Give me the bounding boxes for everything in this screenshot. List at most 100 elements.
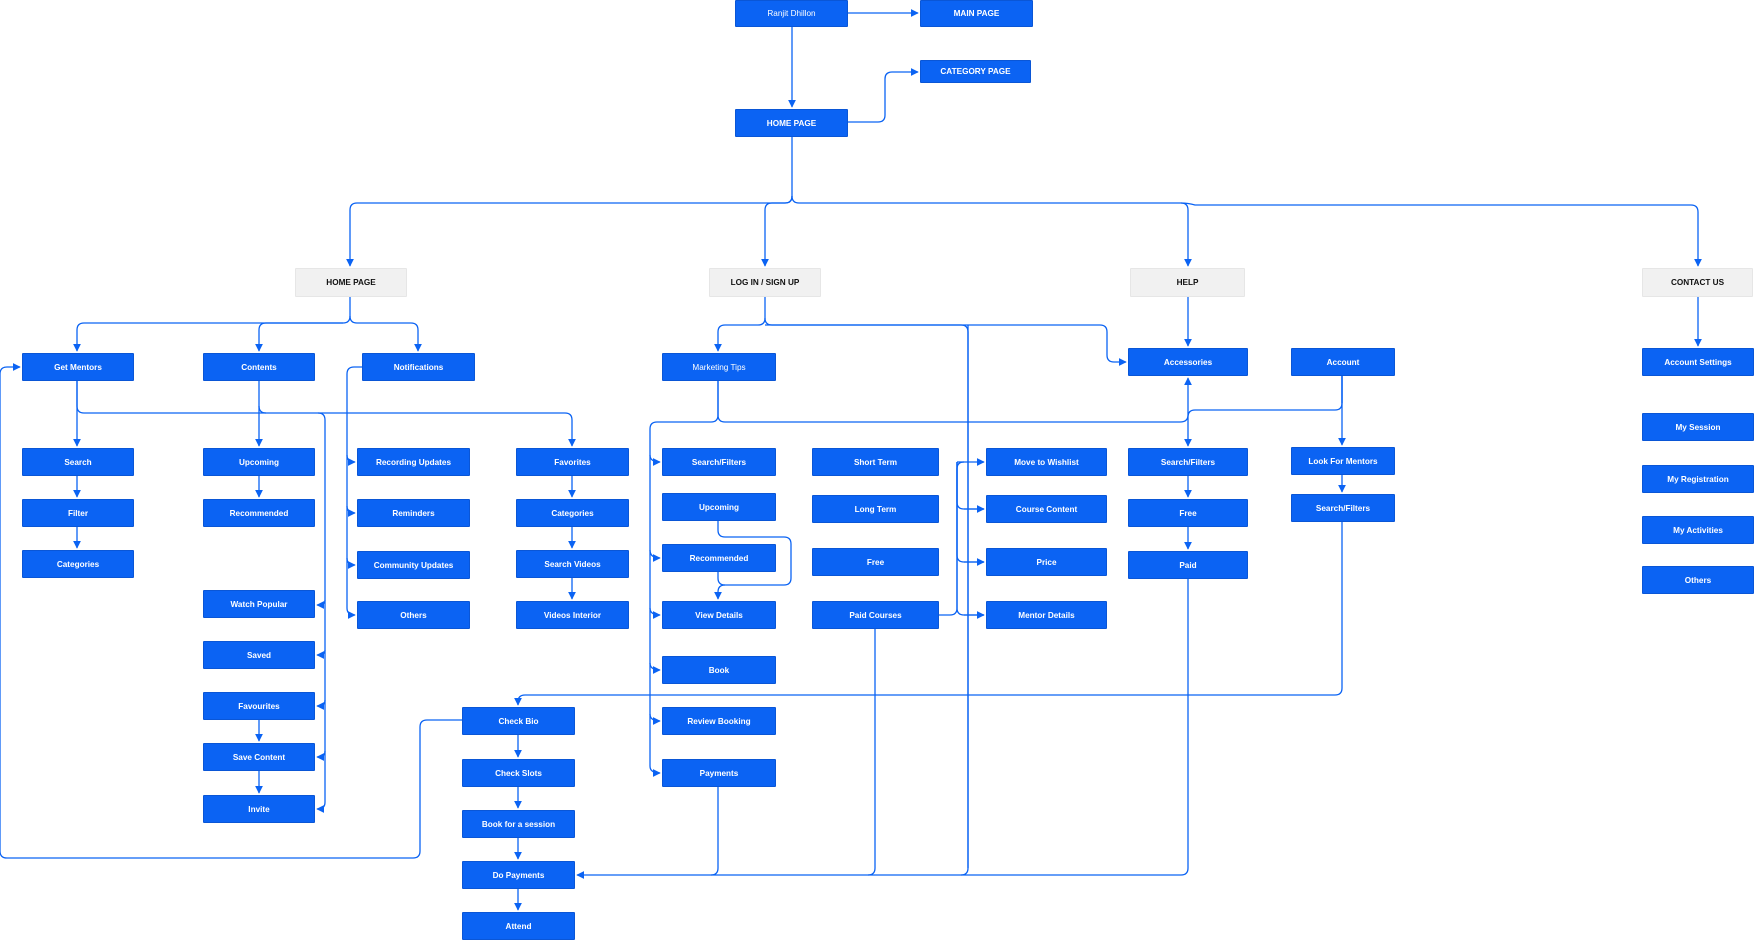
saved-node[interactable]: Saved [203,641,315,669]
search-filters-help-node[interactable]: Search/Filters [1128,448,1248,476]
attend-node[interactable]: Attend [462,912,575,940]
invite-node[interactable]: Invite [203,795,315,823]
connector-11 [764,317,1127,366]
account-settings-node[interactable]: Account Settings [1642,348,1754,376]
connector-32 [316,751,326,813]
account-node[interactable]: Account [1291,348,1395,376]
review-booking-node[interactable]: Review Booking [662,707,776,735]
recommended-login-node[interactable]: Recommended [662,544,776,572]
connector-36 [346,558,356,619]
my-registration-node[interactable]: My Registration [1642,465,1754,493]
connector-2 [848,68,919,123]
search-filters-account-node[interactable]: Search/Filters [1291,494,1395,522]
accessories-node[interactable]: Accessories [1128,348,1248,376]
check-slots-node[interactable]: Check Slots [462,759,575,787]
get-mentors-node[interactable]: Get Mentors [22,353,134,381]
connector-51 [956,462,984,510]
help-section[interactable]: HELP [1130,268,1245,297]
community-updates-node[interactable]: Community Updates [357,551,470,579]
view-details-node[interactable]: View Details [662,601,776,629]
connector-44 [649,663,661,725]
home-page-section[interactable]: HOME PAGE [295,268,407,297]
main-page-node[interactable]: MAIN PAGE [920,0,1033,27]
connector-30 [316,650,326,710]
others-contact-node[interactable]: Others [1642,566,1754,594]
marketing-tips-node[interactable]: Marketing Tips [662,353,776,381]
categories-node[interactable]: Categories [22,550,134,578]
free-help-node[interactable]: Free [1128,499,1248,527]
course-content-node[interactable]: Course Content [986,495,1107,523]
book-for-session-node[interactable]: Book for a session [462,810,575,838]
connector-67 [868,867,969,876]
connector-31 [316,700,326,761]
categories-videos-node[interactable]: Categories [516,499,629,527]
check-bio-node[interactable]: Check Bio [462,707,575,735]
contents-node[interactable]: Contents [203,353,315,381]
connector-60 [0,363,462,859]
paid-node[interactable]: Paid [1128,551,1248,579]
connector-33 [346,366,362,466]
connector-5 [791,195,1192,267]
connector-48 [717,572,726,586]
connector-35 [346,506,356,569]
connector-34 [346,455,356,517]
look-for-mentors-node[interactable]: Look For Mentors [1291,447,1395,475]
connector-28 [316,412,326,609]
reminders-node[interactable]: Reminders [357,499,470,527]
short-term-node[interactable]: Short Term [812,448,939,476]
favourites-node[interactable]: Favourites [203,692,315,720]
notifications-node[interactable]: Notifications [362,353,475,381]
connector-54 [956,462,984,616]
connector-41 [649,455,661,562]
connector-7 [73,297,351,352]
connector-50 [939,458,985,616]
upcoming-node[interactable]: Upcoming [203,448,315,476]
connector-9 [349,315,422,352]
price-node[interactable]: Price [986,548,1107,576]
connector-16 [1184,376,1343,447]
recommended-node[interactable]: Recommended [203,499,315,527]
connector-68 [961,579,1189,876]
login-signup-section[interactable]: LOG IN / SIGN UP [709,268,821,297]
connector-43 [649,608,661,674]
connector-4 [761,195,793,267]
my-activities-node[interactable]: My Activities [1642,516,1754,544]
connector-65 [576,787,719,879]
mentor-details-node[interactable]: Mentor Details [986,601,1107,629]
videos-interior-node[interactable]: Videos Interior [516,601,629,629]
connector-42 [649,550,661,619]
connector-59 [514,522,1343,706]
move-to-wishlist-node[interactable]: Move to Wishlist [986,448,1107,476]
favorites-node[interactable]: Favorites [516,448,629,476]
contact-us-section[interactable]: CONTACT US [1642,268,1753,297]
connector-6 [1180,202,1702,267]
long-term-node[interactable]: Long Term [812,495,939,523]
connector-27 [258,405,267,414]
paid-courses-node[interactable]: Paid Courses [812,601,939,629]
search-videos-node[interactable]: Search Videos [516,550,629,578]
connector-8 [255,322,343,352]
connector-40 [649,381,719,466]
payments-node[interactable]: Payments [662,759,776,787]
others-notifications-node[interactable]: Others [357,601,470,629]
search-node[interactable]: Search [22,448,134,476]
book-node[interactable]: Book [662,656,776,684]
home-page-top-node[interactable]: HOME PAGE [735,109,848,137]
category-page-node[interactable]: CATEGORY PAGE [920,60,1031,83]
free-courses-node[interactable]: Free [812,548,939,576]
watch-popular-node[interactable]: Watch Popular [203,590,315,618]
filter-node[interactable]: Filter [22,499,134,527]
connector-53 [956,462,984,563]
ranjit-dhillon-node[interactable]: Ranjit Dhillon [735,0,848,27]
do-payments-node[interactable]: Do Payments [462,861,575,889]
save-content-node[interactable]: Save Content [203,743,315,771]
connector-47 [714,521,792,600]
search-filters-login-node[interactable]: Search/Filters [662,448,776,476]
recording-updates-node[interactable]: Recording Updates [357,448,470,476]
connector-45 [649,714,661,777]
connector-10 [714,297,766,352]
upcoming-login-node[interactable]: Upcoming [662,493,776,521]
my-session-node[interactable]: My Session [1642,413,1754,441]
connector-29 [316,600,326,659]
